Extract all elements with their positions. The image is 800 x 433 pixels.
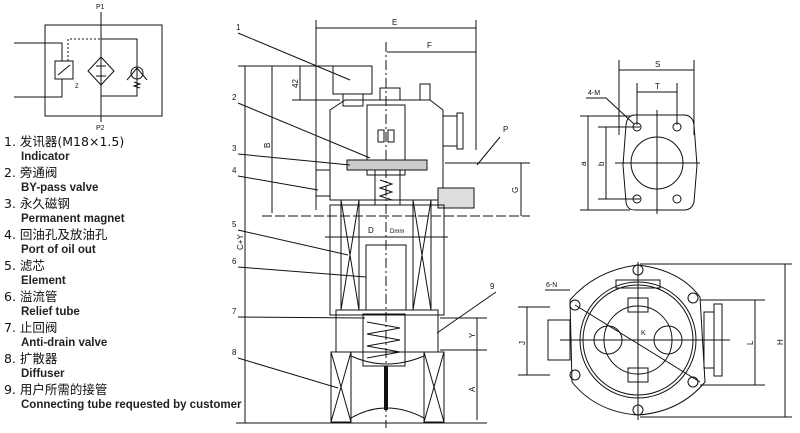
legend-item-5-en: Element — [21, 274, 66, 287]
bottom-view — [518, 262, 792, 420]
bottom-view-labels: 6-N J K L H — [518, 282, 785, 345]
legend-item-5-zh: 5. 滤芯 — [4, 258, 45, 273]
dim-dmm: Dmm — [390, 229, 404, 235]
legend-item-1-en: Indicator — [21, 150, 70, 163]
parts-legend: 1. 发讯器(M18×1.5) Indicator 2. 旁通阀 BY-pass… — [4, 134, 242, 413]
callout-2: 2 — [232, 93, 237, 102]
dim-42: 42 — [291, 79, 300, 88]
dim-e: E — [392, 18, 397, 27]
dim-b: b — [597, 161, 606, 166]
callout-9: 9 — [490, 282, 495, 291]
dimension-labels: E F 42 B C+Y D Dmm P G Y A — [236, 18, 520, 392]
port-p2-label: P2 — [96, 125, 105, 132]
dim-a: a — [579, 161, 588, 166]
dim-c-y: C+Y — [236, 234, 245, 250]
callout-5: 5 — [232, 220, 237, 229]
callout-labels: 1 2 3 4 5 6 7 8 9 — [232, 23, 495, 357]
dim-l: L — [746, 340, 755, 345]
dim-4-m: 4-M — [588, 90, 600, 97]
legend-item-8-en: Diffuser — [21, 367, 65, 380]
dim-j: J — [518, 341, 527, 345]
hydraulic-schematic — [14, 12, 163, 122]
legend-item-6-zh: 6. 溢流管 — [4, 289, 58, 304]
callout-3: 3 — [232, 144, 237, 153]
port-p1-label: P1 — [96, 4, 105, 11]
dim-6-n: 6-N — [546, 282, 557, 289]
legend-item-4-en: Port of oil out — [21, 243, 96, 256]
legend-item-1-zh: 1. 发讯器(M18×1.5) — [4, 134, 125, 149]
section-view — [236, 20, 530, 428]
legend-item-9-en: Connecting tube requested by customer — [21, 398, 242, 411]
dim-a-height: A — [468, 386, 477, 392]
legend-item-7-zh: 7. 止回阀 — [4, 320, 58, 335]
dim-s: S — [655, 60, 660, 69]
callout-8: 8 — [232, 348, 237, 357]
callout-7: 7 — [232, 307, 237, 316]
legend-item-8-zh: 8. 扩散器 — [4, 351, 58, 366]
dim-d: D — [368, 226, 374, 235]
dim-y: Y — [468, 332, 477, 338]
switch-label: Z — [75, 84, 79, 90]
legend-item-3-zh: 3. 永久磁钢 — [4, 196, 70, 211]
dim-p: P — [503, 125, 508, 134]
legend-item-6-en: Relief tube — [21, 305, 80, 318]
legend-item-2-en: BY-pass valve — [21, 181, 99, 194]
callout-6: 6 — [232, 257, 237, 266]
dim-h: H — [776, 339, 785, 345]
legend-item-2-zh: 2. 旁通阀 — [4, 165, 58, 180]
dim-f: F — [427, 41, 432, 50]
dim-k: K — [641, 330, 646, 337]
flange-view — [580, 60, 700, 214]
callout-4: 4 — [232, 166, 237, 175]
legend-item-3-en: Permanent magnet — [21, 212, 125, 225]
callout-1: 1 — [236, 23, 241, 32]
legend-item-7-en: Anti-drain valve — [21, 336, 108, 349]
flange-labels: S T 4-M a b — [579, 60, 660, 166]
dim-g: G — [511, 187, 520, 193]
legend-item-9-zh: 9. 用户所需的接管 — [4, 382, 108, 397]
dim-t: T — [655, 82, 660, 91]
dim-b-height: B — [263, 143, 272, 148]
legend-item-4-zh: 4. 回油孔及放油孔 — [4, 227, 108, 242]
